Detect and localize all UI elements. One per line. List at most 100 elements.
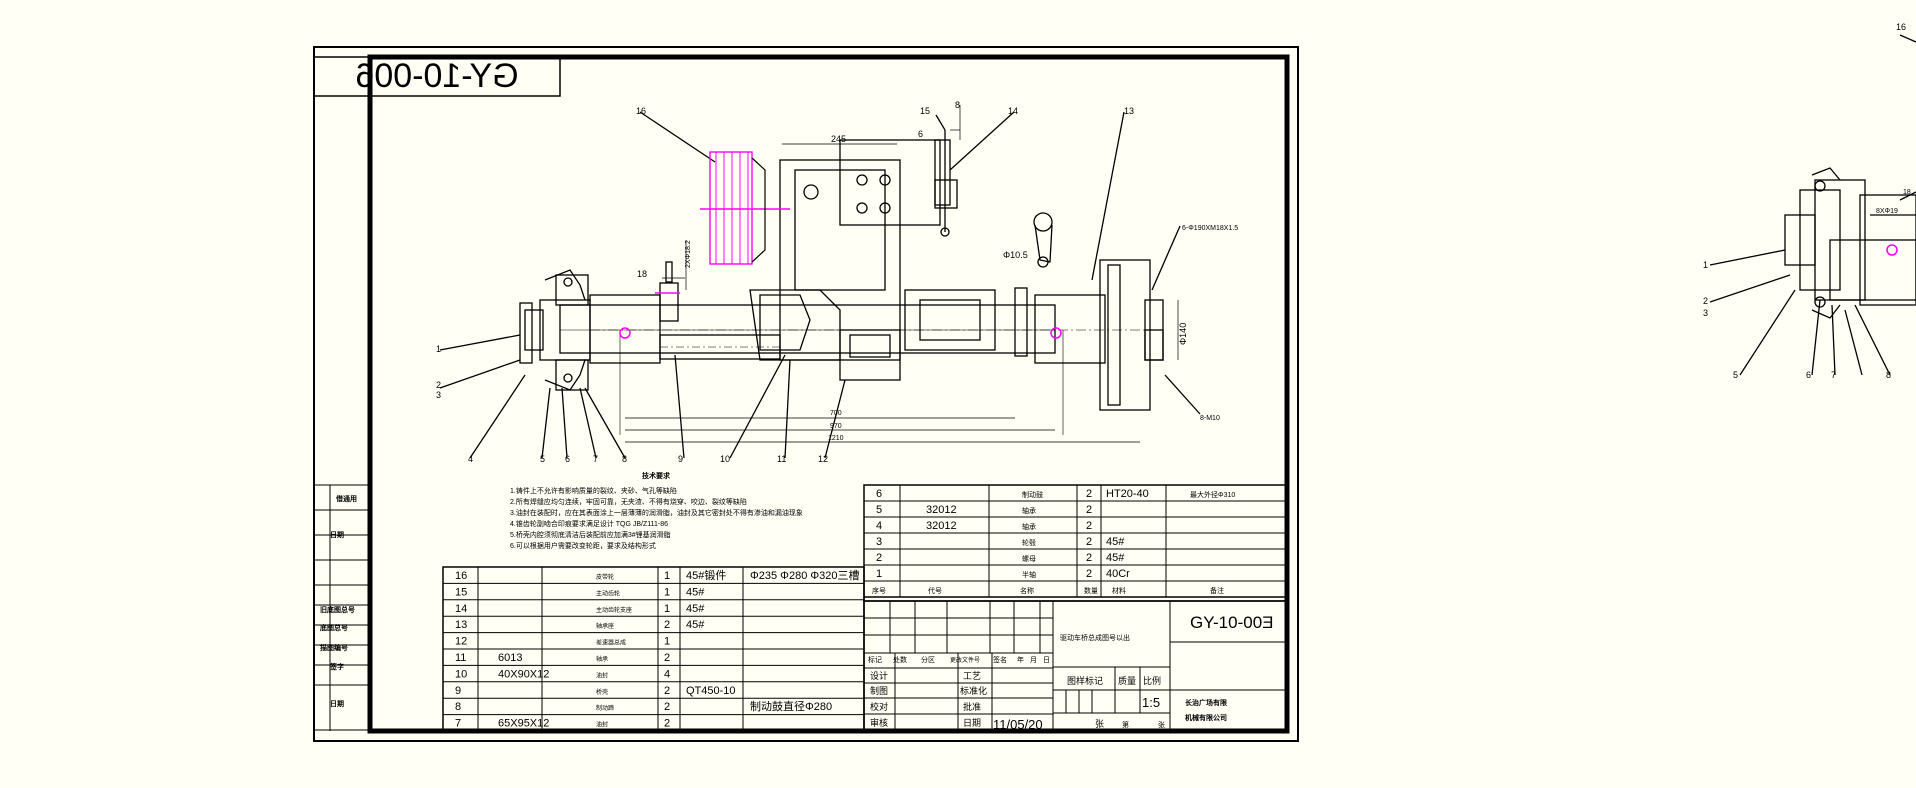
lower-bom-no-5: 11 [455, 652, 466, 664]
lower-bom-name-2: 主动齿轮支座 [596, 606, 632, 614]
title-block-texts: 标记 处数 分区 更改文件号 签名 年 月 日 设计 工艺 制图 标准化 校对 … [868, 613, 1273, 732]
balloon-13: 13 [1124, 106, 1134, 116]
pulley-highlight [619, 151, 1898, 339]
dim-18: 18 [637, 269, 647, 279]
upper-bom-note-0: 最大外径Φ310 [1190, 490, 1235, 499]
lower-bom-qty-4: 1 [664, 636, 670, 648]
left-label-5: 签字 [329, 662, 344, 671]
tech-line-6: 6.可以根据用户需要改变轮距，要求及结构形式 [510, 541, 656, 550]
tb-row-label-count: 处数 [893, 655, 907, 664]
tb-sheet-of: 第 [1122, 720, 1129, 729]
tb-approve: 批准 [963, 701, 981, 712]
dim-1210: 1210 [828, 435, 844, 442]
upper-bom-material-4: 45# [1106, 552, 1125, 564]
upper-bom-name-1: 轴承 [1022, 506, 1036, 515]
right-balloon-2: 2 [1703, 296, 1708, 306]
technical-requirements: 技术要求 1.铸件上不允许有影响质量的裂纹、夹砂、气孔等缺陷 2.所有焊缝应均匀… [510, 471, 803, 550]
right-balloon-6: 6 [1806, 370, 1811, 380]
balloon-16: 16 [636, 106, 646, 116]
balloon-15: 15 [920, 106, 930, 116]
upper-bom-header-5: 备注 [1210, 586, 1224, 595]
upper-bom-name-5: 半轴 [1022, 570, 1036, 579]
axle-assembly-drawing [439, 111, 1201, 459]
tb-row-label-file: 更改文件号 [950, 656, 980, 664]
tb-review: 审核 [870, 717, 888, 728]
lower-bom-material-7: QT450-10 [686, 685, 736, 697]
right-partial-view [1709, 34, 1916, 376]
lower-bom-qty-1: 1 [664, 586, 670, 598]
tb-standard: 标准化 [960, 685, 987, 696]
lower-bom-material-2: 45# [686, 603, 705, 615]
lower-bom-name-8: 制动蹄 [596, 704, 614, 712]
dimension-lines [625, 105, 1179, 443]
right-balloon-3: 3 [1703, 308, 1708, 318]
upper-bom-header-3: 数量 [1084, 586, 1098, 595]
left-label-1: 日期 [330, 530, 344, 539]
upper-bom-name-0: 制动鼓 [1022, 490, 1043, 499]
lower-bom-material-1: 45# [686, 586, 705, 598]
tb-drawing-code: GY-10-00Ǝ [1190, 613, 1273, 632]
dim-970: 970 [830, 423, 842, 430]
balloon-11: 11 [777, 454, 786, 464]
lower-bom-material-0: 45#锻件 [686, 568, 726, 582]
tech-heading: 技术要求 [642, 471, 671, 480]
upper-bom-header-2: 名称 [1020, 586, 1034, 595]
lower-bom-no-6: 10 [455, 668, 467, 680]
lower-bom-no-9: 7 [455, 718, 461, 730]
dim-8m10: 8-M10 [1200, 415, 1220, 422]
dim-245: 245 [831, 134, 846, 144]
tech-line-3: 3.油封在装配时，应在其表面涂上一层薄薄的润滑脂，油封及其它密封处不得有渗油和漏… [510, 508, 803, 517]
upper-bom-no-5: 1 [876, 568, 882, 580]
tb-sheets: 张 [1158, 720, 1165, 729]
balloon-3: 3 [436, 390, 441, 400]
left-label-3: 底图总号 [320, 623, 348, 632]
right-balloon-7: 7 [1831, 370, 1836, 380]
upper-bom-material-3: 45# [1106, 536, 1125, 548]
tb-drafting: 制图 [870, 685, 888, 696]
lower-bom-no-0: 16 [455, 570, 467, 582]
right-dim-8x19: 8XΦ19 [1876, 208, 1898, 215]
tech-line-1: 1.铸件上不允许有影响质量的裂纹、夹砂、气孔等缺陷 [510, 486, 677, 495]
lower-bom-qty-3: 2 [664, 619, 670, 631]
upper-bom-qty-4: 2 [1086, 552, 1092, 564]
dim-6: 6 [918, 129, 923, 139]
lower-bom-no-4: 12 [455, 636, 467, 648]
sheet-outer-border [313, 46, 1299, 742]
left-label-2: 旧底图总号 [320, 605, 355, 614]
dim-bolt-spec: 6-Φ190XM18X1.5 [1182, 225, 1238, 232]
part-balloons: 1 2 3 4 5 6 7 8 9 10 11 12 13 14 15 16 [436, 106, 1134, 464]
tech-line-2: 2.所有焊缝应均匀连续，牢固可靠，无夹渣、不得有烧穿、咬边、裂纹等缺陷 [510, 497, 747, 506]
upper-bom-qty-0: 2 [1086, 488, 1092, 500]
tb-stage: 图样标记 [1067, 675, 1103, 686]
lower-bom-no-7: 9 [455, 685, 461, 697]
tech-line-4: 4.锥齿轮副啮合印痕要求满足设计 TQG JB/Z111-86 [510, 519, 668, 528]
tech-line-5: 5.桥壳内腔须彻底清洁后装配前应加满3#锂基润滑脂 [510, 530, 671, 539]
right-balloon-18: 18 [1903, 189, 1911, 196]
lower-bom-qty-0: 1 [664, 570, 670, 582]
lower-bom-name-9: 油封 [596, 721, 608, 729]
tb-scale: 1:5 [1142, 695, 1160, 710]
balloon-7: 7 [593, 454, 598, 464]
dim-phi10-5: Φ10.5 [1003, 250, 1028, 260]
balloon-6: 6 [565, 454, 570, 464]
upper-bom-qty-2: 2 [1086, 520, 1092, 532]
dim-700: 700 [830, 410, 842, 417]
upper-bom-header-4: 材料 [1112, 586, 1126, 595]
upper-bom-code-1: 32012 [926, 504, 957, 516]
balloon-5: 5 [540, 454, 545, 464]
dim-2x12: 2XΦ18.2 [685, 240, 692, 268]
lower-bom-qty-8: 2 [664, 701, 670, 713]
balloon-10: 10 [720, 454, 730, 464]
balloon-9: 9 [678, 454, 683, 464]
mirrored-code-box: GY-10-006 [313, 56, 561, 97]
tb-sheet: 张 [1095, 719, 1104, 729]
tb-weight: 质量 [1118, 675, 1136, 686]
tb-company-1: 长治广场有限 [1185, 698, 1228, 707]
left-label-6: 日期 [330, 699, 344, 708]
balloon-2: 2 [436, 380, 441, 390]
lower-bom-qty-7: 2 [664, 685, 670, 697]
right-balloon-16: 16 [1896, 22, 1906, 32]
balloon-8: 8 [622, 454, 627, 464]
